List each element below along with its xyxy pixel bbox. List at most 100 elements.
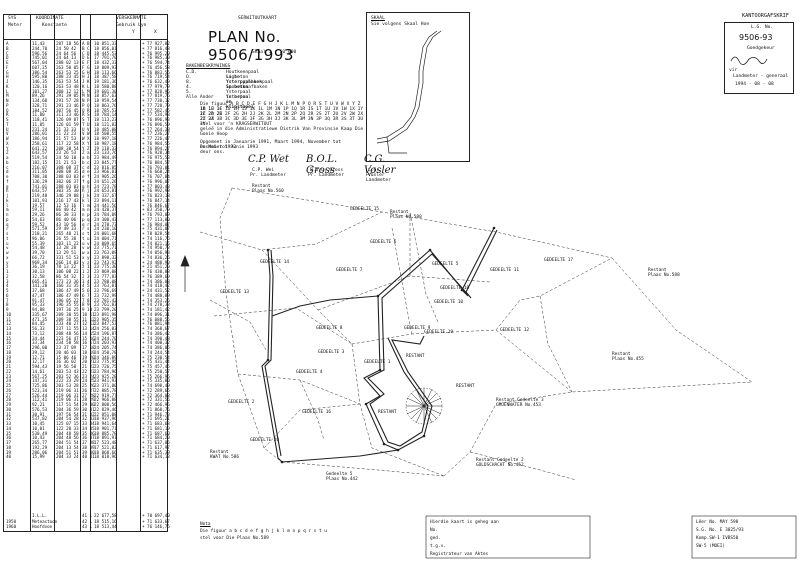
- table-cell: 29: [6, 402, 12, 407]
- table-cell: N P: [82, 98, 90, 103]
- table-cell: 78 13 22: [56, 264, 77, 270]
- table-cell: 19 601,30: [94, 88, 117, 94]
- table-cell: J: [6, 79, 9, 84]
- table-cell: q: [6, 221, 9, 227]
- table-cell: + 76 883,55: [142, 69, 170, 75]
- table-cell: 311,05: [32, 169, 48, 175]
- table-cell: + 74 386,42: [142, 330, 170, 336]
- table-cell: 291 57 28: [56, 98, 79, 103]
- table-cell: + 74 021,16: [142, 240, 170, 246]
- note-line2: stel voor Die Plaas No.589: [200, 536, 269, 541]
- table-cell: + 76 793,09: [142, 212, 170, 217]
- table-cell: 27 28: [82, 392, 95, 398]
- table-cell: 21: [6, 364, 12, 369]
- table-cell: + 24 431,52: [142, 288, 170, 293]
- header-x: X: [154, 30, 157, 35]
- table-cell: 34 35: [82, 425, 95, 431]
- office-signature: [730, 56, 768, 65]
- table-cell: 18 809,93: [94, 64, 117, 70]
- locality-route-drawing: [376, 30, 442, 154]
- parcel-label: GEDEELTE 12: [500, 328, 530, 333]
- table-cell: 18 508,55: [94, 131, 117, 137]
- table-cell: G: [6, 69, 9, 75]
- table-cell: x y: [82, 254, 90, 260]
- table-cell: 23 984,49: [94, 155, 117, 160]
- table-cell: 5: [6, 288, 9, 293]
- table-cell: 59,52: [32, 221, 45, 227]
- parcel-label: GEDEELTE 16: [302, 410, 332, 415]
- table-cell: 7 8: [82, 297, 90, 303]
- table-cell: 18 113,66: [94, 69, 117, 75]
- table-cell: 166 31 35: [56, 283, 79, 289]
- figure-text-line: 2Z 3A 3B 3C 3D 3E 3F 3G 3H 3J 3K 3L 3M 3…: [200, 117, 364, 127]
- table-cell: 17: [6, 345, 12, 350]
- figure-text-line: en Mei tot Junie 1993: [200, 145, 259, 150]
- table-cell: + 75 431,07: [142, 226, 170, 232]
- table-cell: 18 901,71: [94, 425, 117, 431]
- table-cell: 17 521,02: [94, 444, 117, 450]
- table-cell: 18 941,64: [94, 421, 117, 426]
- table-cell: 10 11: [82, 311, 95, 317]
- table-cell: 8: [6, 302, 9, 308]
- table-cell: 23 898,32: [94, 254, 117, 260]
- table-cell: 23 799,20: [94, 307, 117, 312]
- table-cell: + 76 896,59: [142, 121, 170, 127]
- legend-item: 8.Ysterpypbaken in beton: [186, 80, 262, 90]
- table-cell: 126 01 59: [56, 121, 79, 127]
- table-cell: 291 23 46: [56, 102, 79, 108]
- registration-line: Registrateur van Aktes: [430, 552, 489, 557]
- table-cell: y: [6, 259, 9, 265]
- legend-symbol: 5.: [186, 90, 192, 95]
- table-cell: + 76 984,55: [142, 140, 170, 146]
- table-cell: 265 40 21: [56, 231, 79, 236]
- table-cell: Meteastoon: [32, 518, 58, 524]
- table-cell: H: [6, 74, 9, 80]
- table-cell: 23 371,00: [94, 383, 117, 388]
- table-cell: 216 17 43: [56, 197, 79, 203]
- table-cell: 118,41: [32, 117, 48, 122]
- table-cell: 204 36 59: [56, 406, 79, 412]
- table-cell: 34,44: [32, 335, 45, 341]
- table-cell: 331 51 53: [56, 254, 79, 260]
- table-cell: 22 919,77: [94, 392, 117, 398]
- table-cell: 708,30: [32, 174, 48, 179]
- table-cell: 24 009,65: [94, 240, 117, 246]
- table-cell: 519,54: [32, 155, 48, 160]
- table-cell: 86 38 33: [56, 212, 77, 217]
- table-cell: + 71 635,39: [142, 449, 170, 455]
- parcel-label: Restant Plaas No.455: [612, 352, 644, 362]
- table-cell: + 77 226,47: [142, 136, 170, 141]
- table-cell: + 72 466,96: [142, 402, 170, 407]
- parcel-label: GEDEELTE 17: [544, 258, 574, 263]
- table-cell: 39 40: [82, 449, 95, 455]
- registration-line: ged.: [430, 536, 441, 541]
- table-cell: 308 08 35: [56, 169, 79, 175]
- legend-description: Ysterpaal in beton en klipstapel: [226, 90, 254, 110]
- table-cell: 18 959,54: [94, 98, 117, 103]
- table-cell: 11,43: [32, 41, 45, 46]
- table-cell: b c: [82, 159, 90, 165]
- table-cell: m n: [82, 207, 90, 213]
- table-cell: F G: [82, 64, 90, 70]
- table-cell: g: [6, 183, 9, 189]
- table-cell: + 76 847,14: [142, 197, 170, 203]
- legend-item: C.D.Houtkeenpaal in beton: [186, 70, 259, 80]
- figure-text-line: deur ons.: [200, 150, 225, 155]
